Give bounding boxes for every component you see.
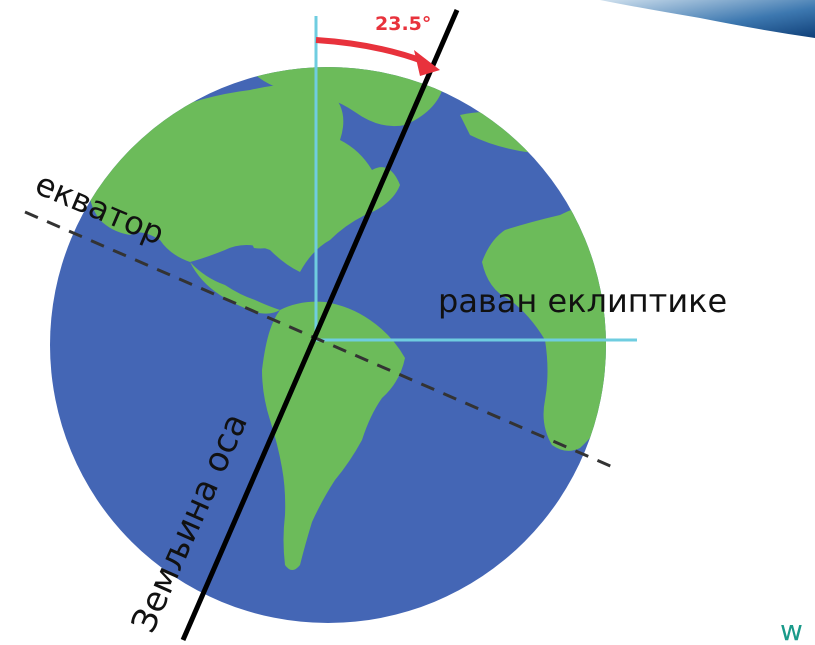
- tilt-angle-arrowhead: [414, 50, 440, 76]
- equator-line: [24, 210, 616, 470]
- ecliptic-plane-label: раван еклиптике: [438, 282, 727, 320]
- tilt-angle-arrow: [315, 37, 427, 65]
- tilt-angle-label: 23.5°: [375, 13, 431, 35]
- caribbean-islands: [250, 238, 304, 260]
- africa-landmass: [482, 200, 606, 451]
- watermark-text: w: [780, 614, 803, 645]
- earth-axis-line: [180, 9, 460, 641]
- globe: [50, 67, 606, 623]
- south-america-landmass: [262, 301, 405, 570]
- corner-decoration: [600, 0, 815, 38]
- greenland-landmass: [250, 67, 445, 127]
- north-america-landmass: [88, 84, 400, 272]
